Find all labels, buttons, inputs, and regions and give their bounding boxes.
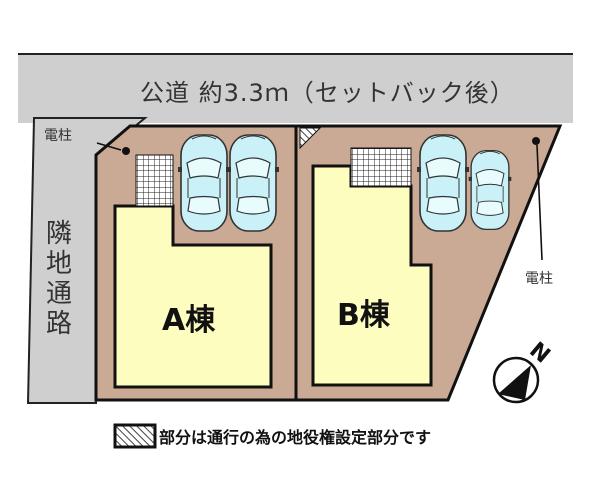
utility-pole-icon bbox=[122, 147, 130, 155]
car-icon bbox=[226, 134, 280, 232]
building-a-label: A棟 bbox=[162, 303, 216, 338]
side-path-char-3: 通 bbox=[46, 279, 72, 309]
easement-area bbox=[299, 127, 322, 150]
car-icon bbox=[468, 149, 512, 231]
legend-label: 部分は通行の為の地役権設定部分です bbox=[159, 428, 431, 447]
utility-pole-label-right: 電柱 bbox=[525, 271, 553, 287]
north-compass-icon: N bbox=[492, 338, 555, 404]
legend-hatch-swatch bbox=[113, 423, 157, 449]
building-b-label: B棟 bbox=[337, 298, 391, 333]
utility-pole-label-left: 電柱 bbox=[44, 128, 72, 144]
public-road bbox=[18, 53, 573, 123]
utility-pole-icon bbox=[532, 137, 540, 145]
side-path-char-4: 路 bbox=[46, 309, 72, 339]
porch-grid-b bbox=[350, 147, 412, 187]
car-icon bbox=[416, 134, 470, 232]
porch-grid-a bbox=[135, 154, 174, 207]
side-path-char-2: 地 bbox=[46, 249, 72, 279]
side-path-char-1: 隣 bbox=[46, 219, 72, 249]
road-label: 公道 約3.3ｍ（セットバック後） bbox=[140, 79, 515, 107]
car-icon bbox=[177, 134, 231, 232]
